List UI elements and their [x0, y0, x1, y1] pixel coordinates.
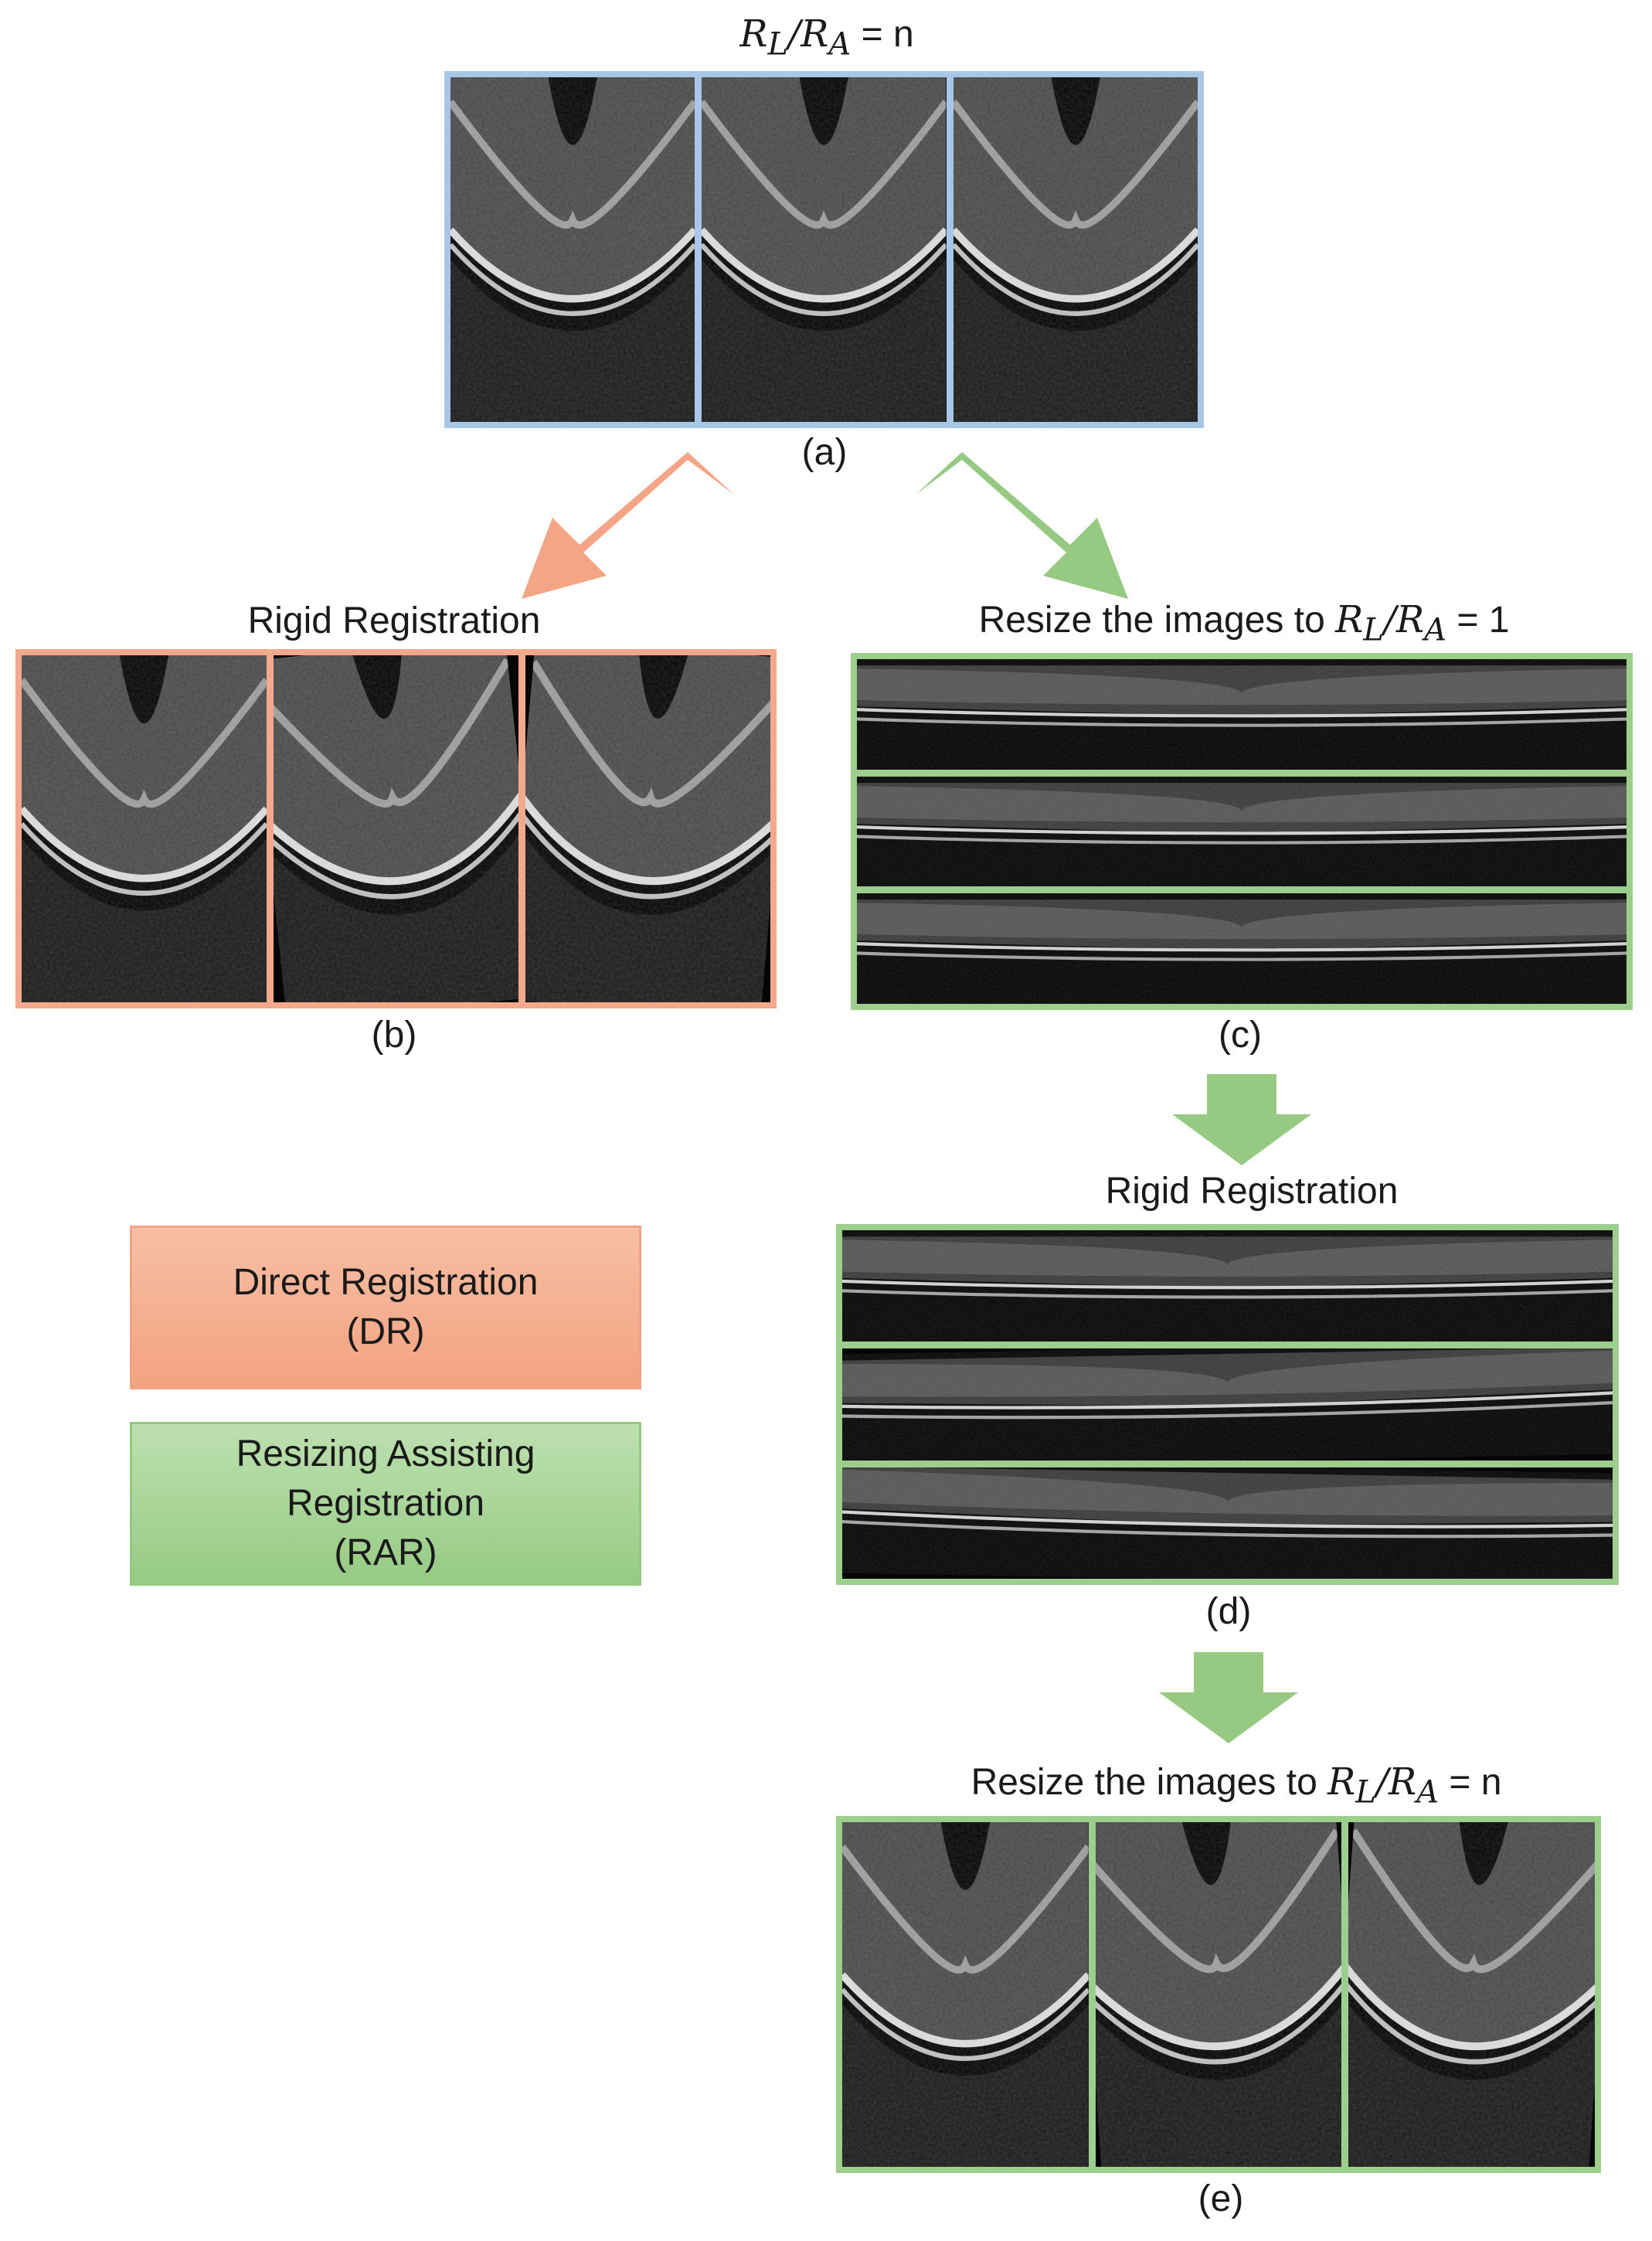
oct-image-e3: [1348, 1822, 1596, 2167]
rar-arrow-down-2: [1159, 1652, 1298, 1743]
panel-e-title: Resize the images to RL/RA = n: [970, 1760, 1502, 1811]
oct-image-e1: [842, 1822, 1089, 2167]
legend-dr: Direct Registration (DR): [130, 1226, 641, 1389]
oct-image-b2: [274, 655, 518, 1002]
oct-image-a3: [953, 77, 1198, 422]
panel-d-frame: [836, 1224, 1619, 1585]
legend-rar-line3: (RAR): [334, 1532, 437, 1573]
rar-arrow-down-1: [1172, 1074, 1311, 1165]
oct-image-a1: [450, 77, 695, 422]
oct-image-b1: [22, 655, 267, 1002]
legend-dr-line2: (DR): [346, 1311, 425, 1352]
panel-d-caption: (d): [1205, 1591, 1252, 1632]
panel-c-frame: [851, 653, 1633, 1010]
oct-image-d3: [842, 1467, 1613, 1579]
rar-arrow-down-right: [916, 452, 1128, 599]
oct-image-d2: [842, 1348, 1613, 1461]
oct-image-b3: [525, 655, 770, 1002]
panel-c-title: Resize the images to RL/RA = 1: [978, 598, 1510, 648]
panel-b-title: Rigid Registration: [247, 600, 541, 641]
legend-rar-line2: Registration: [286, 1483, 485, 1524]
panel-a-frame: [444, 71, 1204, 428]
oct-image-d1: [842, 1230, 1613, 1342]
legend-dr-line1: Direct Registration: [233, 1262, 539, 1303]
panel-d-title: Rigid Registration: [1105, 1171, 1399, 1212]
oct-image-a2: [702, 77, 947, 422]
legend-rar: Resizing Assisting Registration (RAR): [130, 1422, 641, 1586]
panel-a-ratio-label: RL/RA = n: [739, 12, 914, 63]
oct-image-c2: [857, 776, 1627, 887]
dr-arrow: [522, 452, 734, 599]
oct-image-c3: [857, 893, 1627, 1005]
panel-c-caption: (c): [1219, 1015, 1262, 1056]
oct-image-e2: [1095, 1822, 1342, 2167]
panel-e-caption: (e): [1198, 2178, 1244, 2219]
legend-rar-line1: Resizing Assisting: [236, 1433, 535, 1474]
panel-b-caption: (b): [371, 1015, 417, 1056]
oct-image-c1: [857, 659, 1627, 770]
panel-b-frame: [15, 649, 777, 1008]
panel-a-caption: (a): [801, 432, 848, 473]
panel-e-frame: [836, 1816, 1601, 2173]
